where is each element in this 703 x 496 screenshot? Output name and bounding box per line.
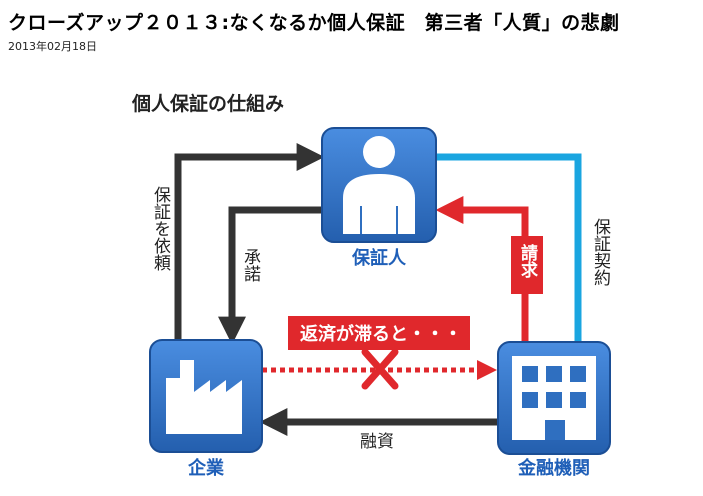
- factory-icon: [166, 360, 242, 434]
- bank-node: [497, 341, 611, 455]
- guarantee-contract-line: [436, 153, 582, 345]
- person-icon: [343, 136, 415, 234]
- default-banner: [288, 316, 470, 350]
- company-label: 企業: [187, 457, 225, 479]
- consent-arrow: [218, 206, 322, 345]
- guarantor-node: [321, 127, 437, 243]
- guarantee-contract-label: 保証契約: [590, 218, 611, 287]
- diagram-title: 個人保証の仕組み: [131, 92, 284, 115]
- consent-label: 承諾: [240, 248, 261, 282]
- headline: クローズアップ２０１３:なくなるか個人保証 第三者「人質」の悲劇: [8, 12, 620, 34]
- building-icon: [512, 356, 596, 440]
- bank-label: 金融機関: [517, 457, 590, 479]
- company-node: [149, 339, 263, 453]
- loan-label: 融資: [360, 432, 394, 452]
- request-guarantee-label: 保証を依頼: [150, 186, 171, 271]
- stop-x-icon: [361, 348, 399, 390]
- guarantor-label: 保証人: [351, 247, 407, 269]
- request-guarantee-arrow: [174, 143, 325, 340]
- claim-badge: [511, 236, 543, 294]
- default-label: 返済が滞ると・・・: [300, 323, 462, 345]
- claim-arrow: [435, 196, 529, 345]
- claim-label: 請求: [517, 243, 538, 279]
- publish-date: 2013年02月18日: [8, 40, 97, 53]
